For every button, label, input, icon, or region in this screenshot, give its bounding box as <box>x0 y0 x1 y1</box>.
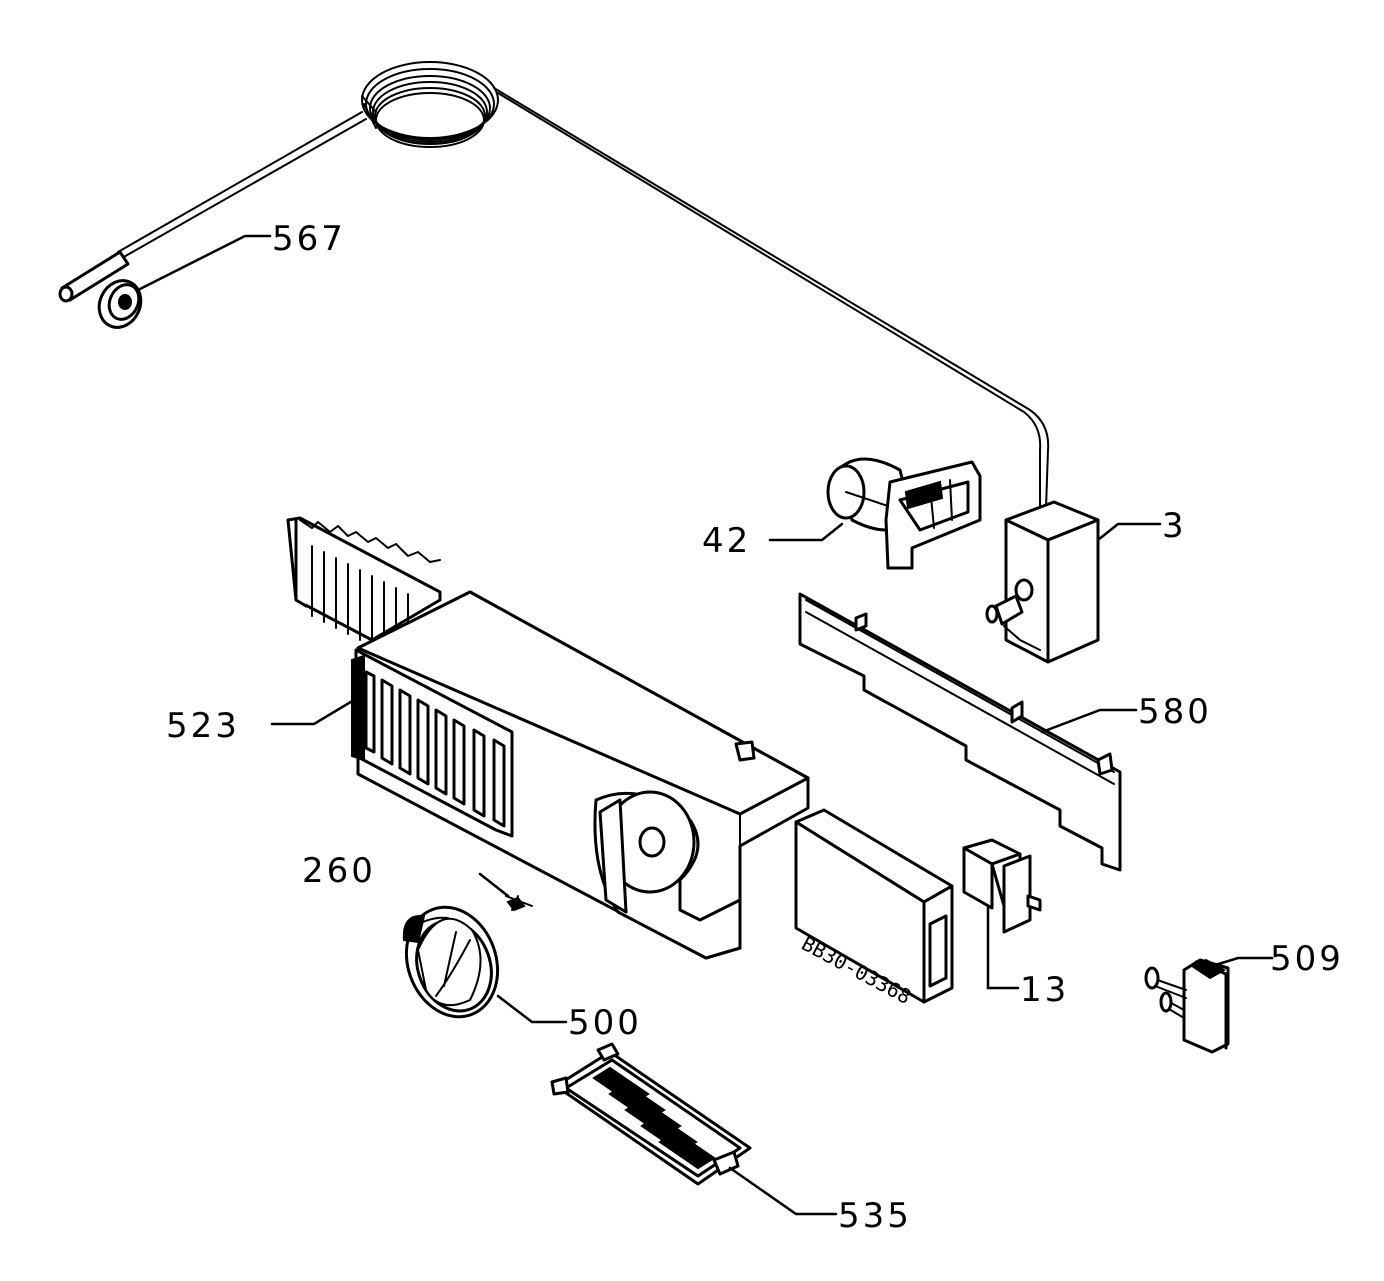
front-grille <box>351 648 514 838</box>
leader-567 <box>136 234 272 292</box>
label-580: 580 <box>1138 692 1212 732</box>
leader-13 <box>986 904 1020 990</box>
label-567: 567 <box>272 219 346 259</box>
part-42-lamp-holder <box>826 457 982 570</box>
part-535-tray <box>550 1042 752 1186</box>
label-523: 523 <box>166 706 240 746</box>
leader-509 <box>1210 956 1274 968</box>
sensor-probe <box>58 250 130 303</box>
label-260: 260 <box>302 851 376 891</box>
leader-42 <box>768 522 844 542</box>
part-3-thermostat <box>985 500 1100 664</box>
label-13: 13 <box>1020 970 1069 1010</box>
leader-580 <box>1040 708 1138 734</box>
lamp-cover-box: BB30-03368 <box>794 808 954 1009</box>
label-42: 42 <box>702 521 751 561</box>
part-260-clip <box>505 895 533 912</box>
capillary-tube-assembly <box>58 61 1050 509</box>
capillary-coil <box>361 61 499 148</box>
rear-grille <box>286 516 442 645</box>
label-3: 3 <box>1162 506 1187 546</box>
part-580-cover-panel <box>798 592 1122 872</box>
part-567-grommet <box>97 279 143 329</box>
label-500: 500 <box>568 1003 642 1043</box>
leader-535 <box>728 1166 838 1216</box>
part-13-switch <box>962 838 1042 934</box>
leader-3 <box>1096 522 1162 542</box>
part-500-knob <box>402 905 500 1019</box>
part-523-housing <box>286 516 810 960</box>
leader-500 <box>496 994 568 1024</box>
leader-523 <box>270 698 356 726</box>
part-509-hinge <box>1144 958 1230 1054</box>
leader-260 <box>478 872 510 898</box>
label-535: 535 <box>838 1196 912 1236</box>
label-509: 509 <box>1270 939 1344 979</box>
